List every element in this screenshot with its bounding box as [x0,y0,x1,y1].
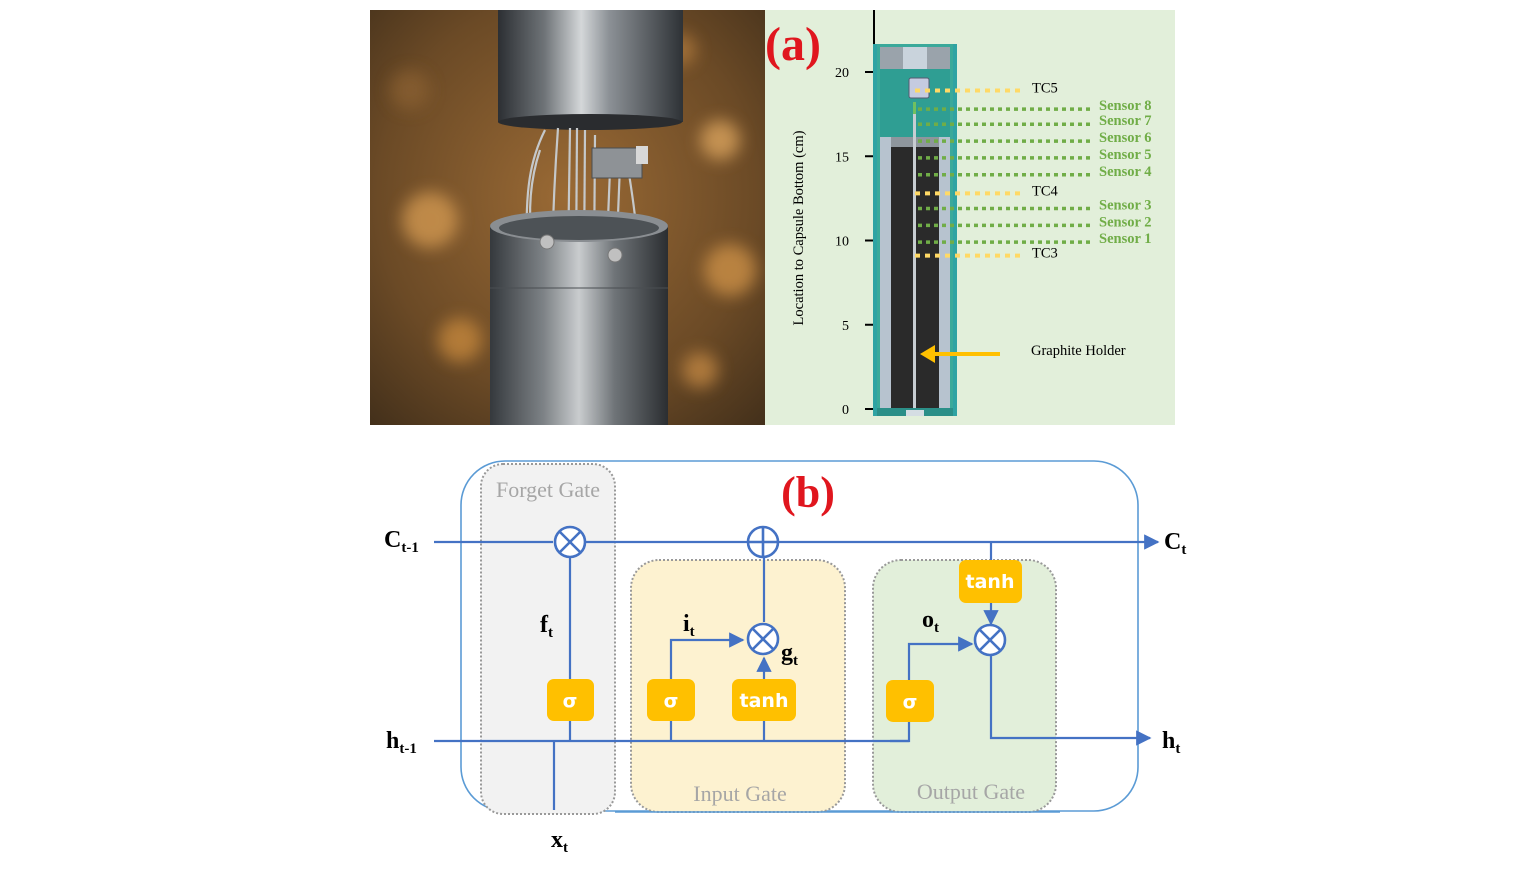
panel-b-label: (b) [781,468,835,517]
output-sigma-out-wire [907,636,974,680]
input-sigma-out-wire [669,632,745,680]
thermocouple-label: TC3 [1032,246,1058,262]
forget-sigma-label: σ [563,690,578,712]
sensor-block [591,147,643,179]
insulation-left [880,137,891,410]
capsule-photo [370,10,765,425]
input-sigma-label: σ [664,690,679,712]
y-tick-label: 10 [835,235,849,250]
upper-cylinder [498,10,683,122]
output-gate-title: Output Gate [917,779,1025,804]
output-gate-region [872,559,1057,813]
capsule-schematic: (a) 0 5 10 15 20 Location to Capsule Bottom … [765,10,1175,425]
output-sigma-block: σ [886,680,934,722]
measurement-lines [915,88,1091,258]
panel-a-label: (a) [765,18,821,71]
sensor-label: Sensor 7 [1099,113,1152,129]
h-next-label: ht [1162,728,1180,757]
y-tick-label: 5 [842,319,849,334]
y-tick-label: 15 [835,150,849,165]
output-gate-output-label: ot [922,607,939,636]
forget-output-label: ft [540,612,553,641]
lower-cylinder [490,225,668,425]
graphite-holder-rod [913,105,916,410]
h-prev-label: ht-1 [386,728,417,757]
y-tick-label: 0 [842,403,849,418]
input-multiply-icon [746,622,780,656]
c-prev-label: Ct-1 [384,527,419,556]
thermocouple-label: TC4 [1032,183,1059,199]
output-tanh-block: tanh [959,560,1022,603]
y-tick-label: 20 [835,66,849,81]
cell-add-icon [746,525,780,559]
sensor-label: Sensor 8 [1099,98,1152,114]
forget-multiply-icon [553,525,587,559]
sensor-label: Sensor 2 [1099,214,1152,230]
c-next-label: Ct [1164,529,1186,558]
output-sigma-label: σ [903,691,918,713]
x-input-label: xt [551,827,568,856]
sensor-label: Sensor 3 [1099,197,1152,213]
panel-b-lstm-cell: Forget Gate Input Gate Output Gate (b) [360,450,1200,864]
output-sigma-in-wire [890,720,911,743]
input-tanh-label: tanh [740,690,789,712]
lstm-wires [434,534,1160,813]
lstm-diagram: Forget Gate Input Gate Output Gate (b) [384,460,1186,856]
sensor-label: Sensor 5 [1099,147,1152,163]
input-tanh-block: tanh [732,679,796,721]
output-multiply-icon [973,623,1007,657]
candidate-output-label: gt [781,640,798,669]
y-axis-label: Location to Capsule Bottom (cm) [791,130,807,325]
forget-sigma-block: σ [547,679,594,721]
capsule-photo-image [370,10,765,425]
y-axis-ticks: 0 5 10 15 20 [835,66,874,418]
insulation-right [939,137,950,410]
output-tanh-label: tanh [966,571,1015,593]
capsule-body [873,44,957,416]
sensor-label: Sensor 1 [1099,231,1152,247]
hidden-state-out-wire [989,656,1152,746]
input-gate-output-label: it [683,611,695,640]
forget-gate-title: Forget Gate [496,477,600,502]
sensor-label: Sensor 6 [1099,130,1152,146]
input-sigma-block: σ [647,679,695,721]
sensor-label: Sensor 4 [1099,164,1152,180]
panel-a-capsule-schematic: (a) 0 5 10 15 20 Location to Capsule Bottom … [765,10,1175,425]
input-gate-title: Input Gate [693,781,786,806]
thermocouple-label: TC5 [1032,81,1058,97]
sensor-head [908,77,930,99]
graphite-holder-arrow [920,345,1000,363]
graphite-holder-label: Graphite Holder [1031,343,1126,359]
